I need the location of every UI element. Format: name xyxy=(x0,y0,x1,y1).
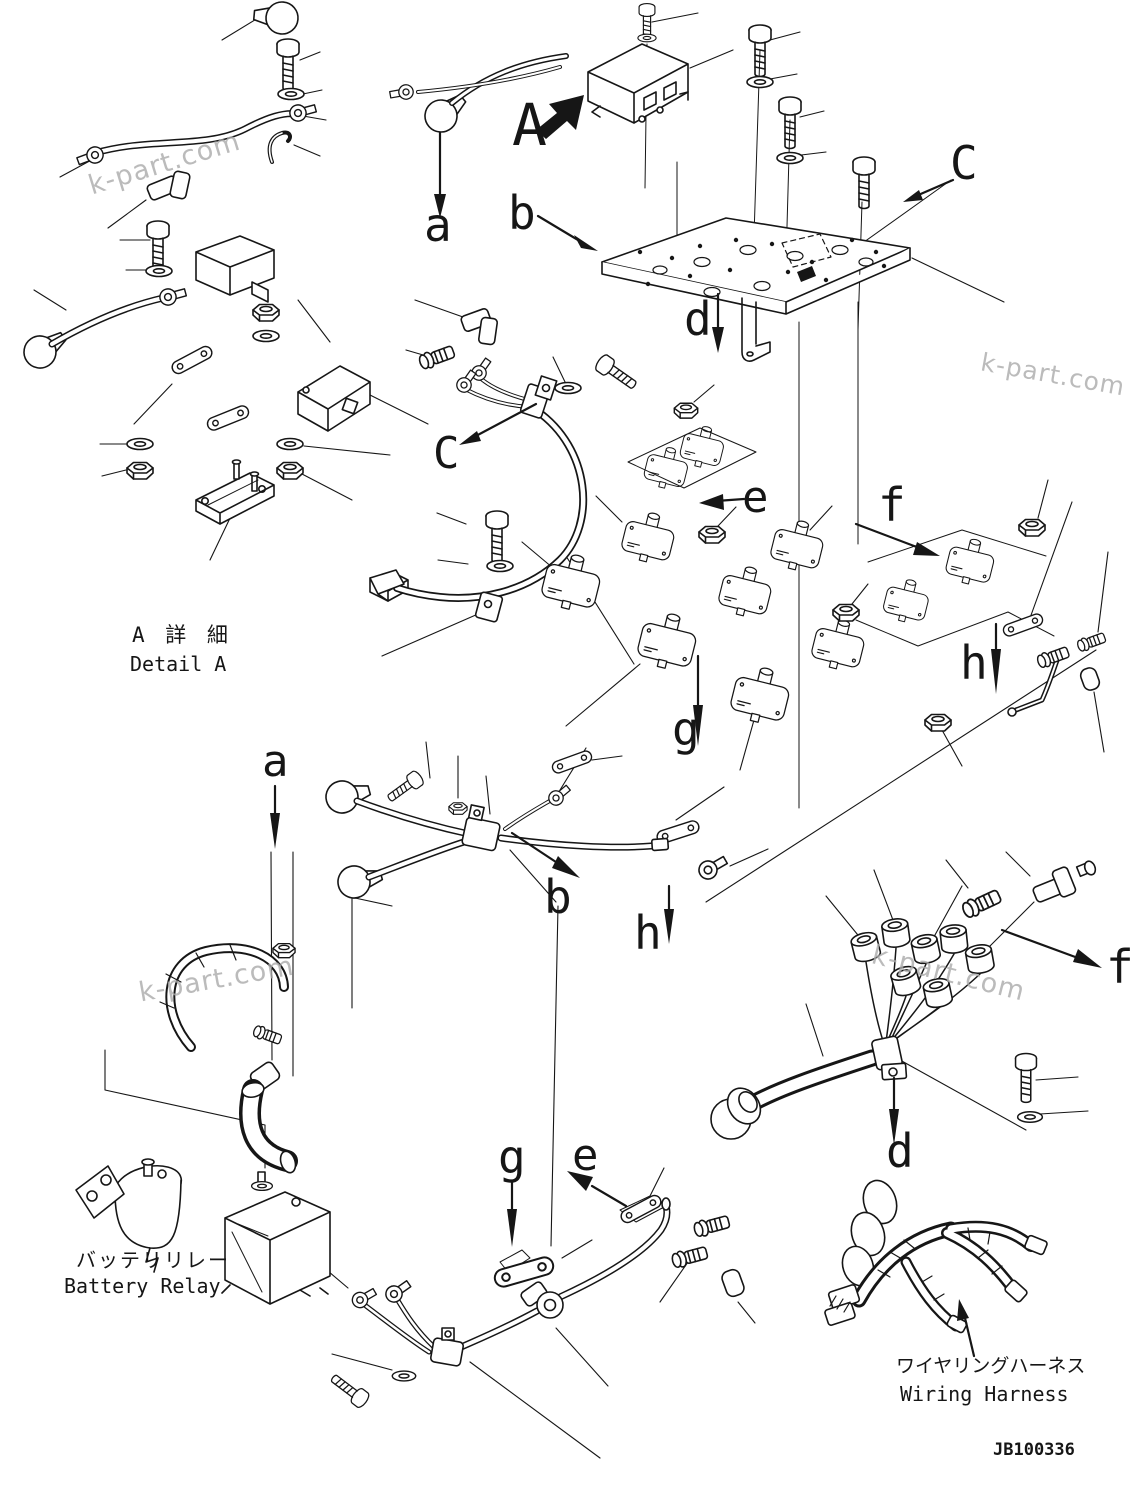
callout-c-top: C xyxy=(950,136,978,190)
bolt xyxy=(276,38,300,92)
battery-relay-box xyxy=(587,43,689,124)
detail-a-parts xyxy=(16,0,409,602)
callout-b-top: b xyxy=(508,186,536,240)
leader-lines xyxy=(33,12,1109,1459)
callout-d-bot: d xyxy=(886,1124,914,1178)
fusible-link xyxy=(204,403,252,433)
battery-relay-label-jp: バッテリリレー xyxy=(76,1248,230,1272)
bottom-cable-assembly xyxy=(326,1192,745,1411)
callout-g-mid: g xyxy=(672,702,700,756)
drawing-number: JB100336 xyxy=(993,1440,1075,1460)
callout-h-low: h xyxy=(634,906,662,960)
view-arrows xyxy=(270,95,1102,1358)
mounting-plate xyxy=(601,217,911,362)
callout-h-mid: h xyxy=(960,636,988,690)
detail-a-label-jp: A 詳 細 xyxy=(132,623,232,647)
callout-e-mid: e xyxy=(742,472,769,523)
callout-e-bot: e xyxy=(572,1130,599,1181)
callout-a-mid: a xyxy=(262,736,289,787)
wiring-harness-label-jp: ワイヤリングハーネス xyxy=(896,1355,1086,1377)
callout-c-mid: C xyxy=(433,428,460,479)
terminal-boot xyxy=(251,0,301,37)
battery-relay-cluster xyxy=(75,942,331,1305)
view-a-arrow-icon xyxy=(536,95,584,139)
top-relay-assembly xyxy=(388,2,876,210)
detail-a-label-en: Detail A xyxy=(130,652,227,676)
wiring-harness-label-en: Wiring Harness xyxy=(900,1382,1069,1406)
battery-relay-label-en: Battery Relay xyxy=(64,1274,221,1298)
relay-box xyxy=(297,365,371,432)
callout-f-low: f xyxy=(1106,940,1134,994)
callout-d-top: d xyxy=(684,292,712,346)
washer xyxy=(277,87,305,101)
wiring-harness-assembly xyxy=(710,860,1097,1334)
toggle-switches xyxy=(538,421,999,729)
callout-b-mid: b xyxy=(544,870,572,924)
battery-cable-assembly xyxy=(321,748,731,903)
callout-view-a: A xyxy=(512,91,547,159)
mid-harness-c xyxy=(369,308,641,623)
fusible-link xyxy=(169,343,215,377)
h-group-parts xyxy=(1001,611,1108,717)
callout-g-bot: g xyxy=(498,1130,526,1184)
callout-a-top: a xyxy=(424,198,452,252)
callout-f-mid: f xyxy=(878,478,906,532)
